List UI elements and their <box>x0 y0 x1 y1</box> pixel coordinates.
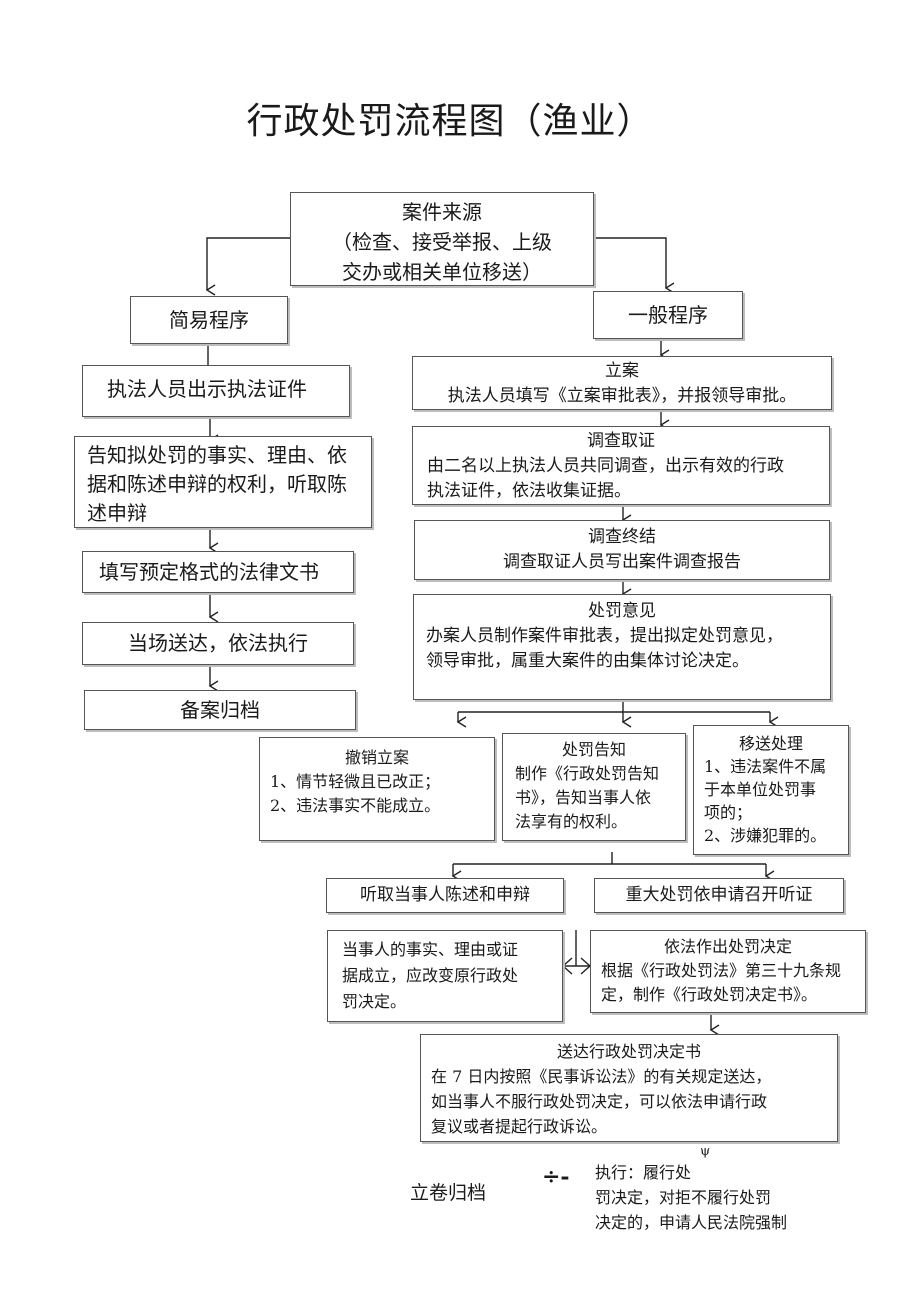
penalty-notice-box: 处罚告知 制作《行政处罚告知 书》，告知当事人依 法享有的权利。 <box>502 733 686 841</box>
inform-rights-box: 告知拟处罚的事实、理由、依 据和陈述申辩的权利，听取陈 述申辩 <box>74 436 372 528</box>
transfer-handling-line3: 项的； <box>704 803 753 822</box>
case-filing-body: 执法人员填写《立案审批表》，并报领导审批。 <box>447 386 797 406</box>
investigation-conclusion-body: 调查取证人员写出案件调查报告 <box>503 552 741 572</box>
page-title: 行政处罚流程图（渔业） <box>246 101 654 142</box>
penalty-decision-line2: 定，制作《行政处罚决定书》。 <box>601 985 818 1004</box>
hear-statement-text: 听取当事人陈述和申辩 <box>360 885 530 905</box>
case-filing-heading: 立案 <box>605 361 639 381</box>
hear-statement-box: 听取当事人陈述和申辩 <box>326 878 564 913</box>
revoke-case-box: 撤销立案 1、情节轻微且已改正； 2、违法事实不能成立。 <box>259 737 495 841</box>
investigation-conclusion-box: 调查终结 调查取证人员写出案件调查报告 <box>414 520 830 580</box>
deliver-decision-line3: 复议或者提起行政诉讼。 <box>431 1117 608 1136</box>
deliver-decision-heading: 送达行政处罚决定书 <box>556 1042 701 1061</box>
penalty-notice-line3: 法享有的权利。 <box>515 812 628 831</box>
penalty-notice-line1: 制作《行政处罚告知 <box>515 764 660 783</box>
change-decision-line2: 据成立，应改变原行政处 <box>342 966 519 985</box>
penalty-decision-line1: 根据《行政处罚法》第三十九条规 <box>601 961 842 980</box>
transfer-handling-line2: 于本单位处罚事 <box>704 780 817 799</box>
small-mark: ψ <box>700 1144 711 1159</box>
archive-text: 立卷归档 <box>410 1182 487 1204</box>
investigation-line1: 由二名以上执法人员共同调查，出示有效的行政 <box>427 456 784 476</box>
change-decision-box: 当事人的事实、理由或证 据成立，应改变原行政处 罚决定。 <box>327 930 563 1022</box>
deliver-decision-line1: 在 7 日内按照《民事诉讼法》的有关规定送达， <box>431 1067 772 1086</box>
inform-rights-line3: 述申辩 <box>87 501 147 525</box>
transfer-handling-line1: 1、违法案件不属 <box>704 757 827 776</box>
inform-rights-line2: 据和陈述申辩的权利，听取陈 <box>87 472 347 496</box>
hearing-box: 重大处罚依申请召开听证 <box>594 878 844 913</box>
deliver-decision-line2: 如当事人不服行政处罚决定，可以依法申请行政 <box>431 1092 768 1111</box>
transfer-handling-box: 移送处理 1、违法案件不属 于本单位处罚事 项的； 2、涉嫌犯罪的。 <box>693 725 849 855</box>
revoke-case-heading: 撤销立案 <box>344 748 409 767</box>
change-decision-line1: 当事人的事实、理由或证 <box>342 940 519 959</box>
filing-archive-box: 备案归档 <box>84 690 356 730</box>
penalty-notice-heading: 处罚告知 <box>561 740 626 759</box>
revoke-case-line2: 2、违法事实不能成立。 <box>270 796 441 815</box>
execute-line2: 罚决定，对拒不履行处罚 <box>595 1188 772 1207</box>
arrow-glyph: ÷- <box>542 1164 570 1190</box>
hearing-text: 重大处罚依申请召开听证 <box>625 885 813 905</box>
show-credentials-text: 执法人员出示执法证件 <box>107 377 307 401</box>
change-decision-line3: 罚决定。 <box>342 992 407 1011</box>
case-filing-box: 立案 执法人员填写《立案审批表》，并报领导审批。 <box>412 356 832 410</box>
investigation-line2: 执法证件，依法收集证据。 <box>427 481 631 501</box>
penalty-decision-box: 依法作出处罚决定 根据《行政处罚法》第三十九条规 定，制作《行政处罚决定书》。 <box>590 930 866 1013</box>
deliver-execute-text: 当场送达，依法执行 <box>128 631 308 655</box>
inform-rights-line1: 告知拟处罚的事实、理由、依 <box>87 443 347 467</box>
penalty-notice-line2: 书》，告知当事人依 <box>515 788 652 807</box>
penalty-opinion-heading: 处罚意见 <box>588 601 656 621</box>
execute-text: 执行：履行处 罚决定，对拒不履行处罚 决定的，申请人民法院强制 <box>595 1160 787 1235</box>
simple-procedure-box: 简易程序 <box>130 296 288 344</box>
general-procedure-label: 一般程序 <box>628 303 708 327</box>
show-credentials-box: 执法人员出示执法证件 <box>82 365 350 417</box>
investigation-heading: 调查取证 <box>587 431 655 451</box>
investigation-conclusion-heading: 调查终结 <box>588 527 656 547</box>
deliver-decision-box: 送达行政处罚决定书 在 7 日内按照《民事诉讼法》的有关规定送达， 如当事人不服… <box>420 1034 838 1142</box>
penalty-decision-heading: 依法作出处罚决定 <box>663 937 792 956</box>
simple-procedure-label: 简易程序 <box>169 308 249 332</box>
fill-document-text: 填写预定格式的法律文书 <box>99 560 319 584</box>
fill-document-box: 填写预定格式的法律文书 <box>82 551 354 593</box>
penalty-opinion-line1: 办案人员制作案件审批表，提出拟定处罚意见， <box>426 626 783 646</box>
case-source-title: 案件来源 <box>402 200 482 224</box>
investigation-box: 调查取证 由二名以上执法人员共同调查，出示有效的行政 执法证件，依法收集证据。 <box>412 426 830 505</box>
filing-archive-text: 备案归档 <box>180 698 260 722</box>
case-source-box: 案件来源 （检查、接受举报、上级 交办或相关单位移送） <box>290 192 594 286</box>
penalty-opinion-box: 处罚意见 办案人员制作案件审批表，提出拟定处罚意见， 领导审批，属重大案件的由集… <box>413 594 831 700</box>
execute-line3: 决定的，申请人民法院强制 <box>595 1213 788 1232</box>
general-procedure-box: 一般程序 <box>593 291 743 339</box>
case-source-line3: 交办或相关单位移送） <box>342 260 542 284</box>
deliver-execute-box: 当场送达，依法执行 <box>82 622 354 665</box>
transfer-handling-heading: 移送处理 <box>738 734 803 753</box>
penalty-opinion-line2: 领导审批，属重大案件的由集体讨论决定。 <box>426 651 749 671</box>
revoke-case-line1: 1、情节轻微且已改正； <box>270 772 441 791</box>
transfer-handling-line4: 2、涉嫌犯罪的。 <box>704 826 827 845</box>
execute-line1: 执行：履行处 <box>595 1163 692 1182</box>
case-source-line2: （检查、接受举报、上级 <box>332 230 552 254</box>
